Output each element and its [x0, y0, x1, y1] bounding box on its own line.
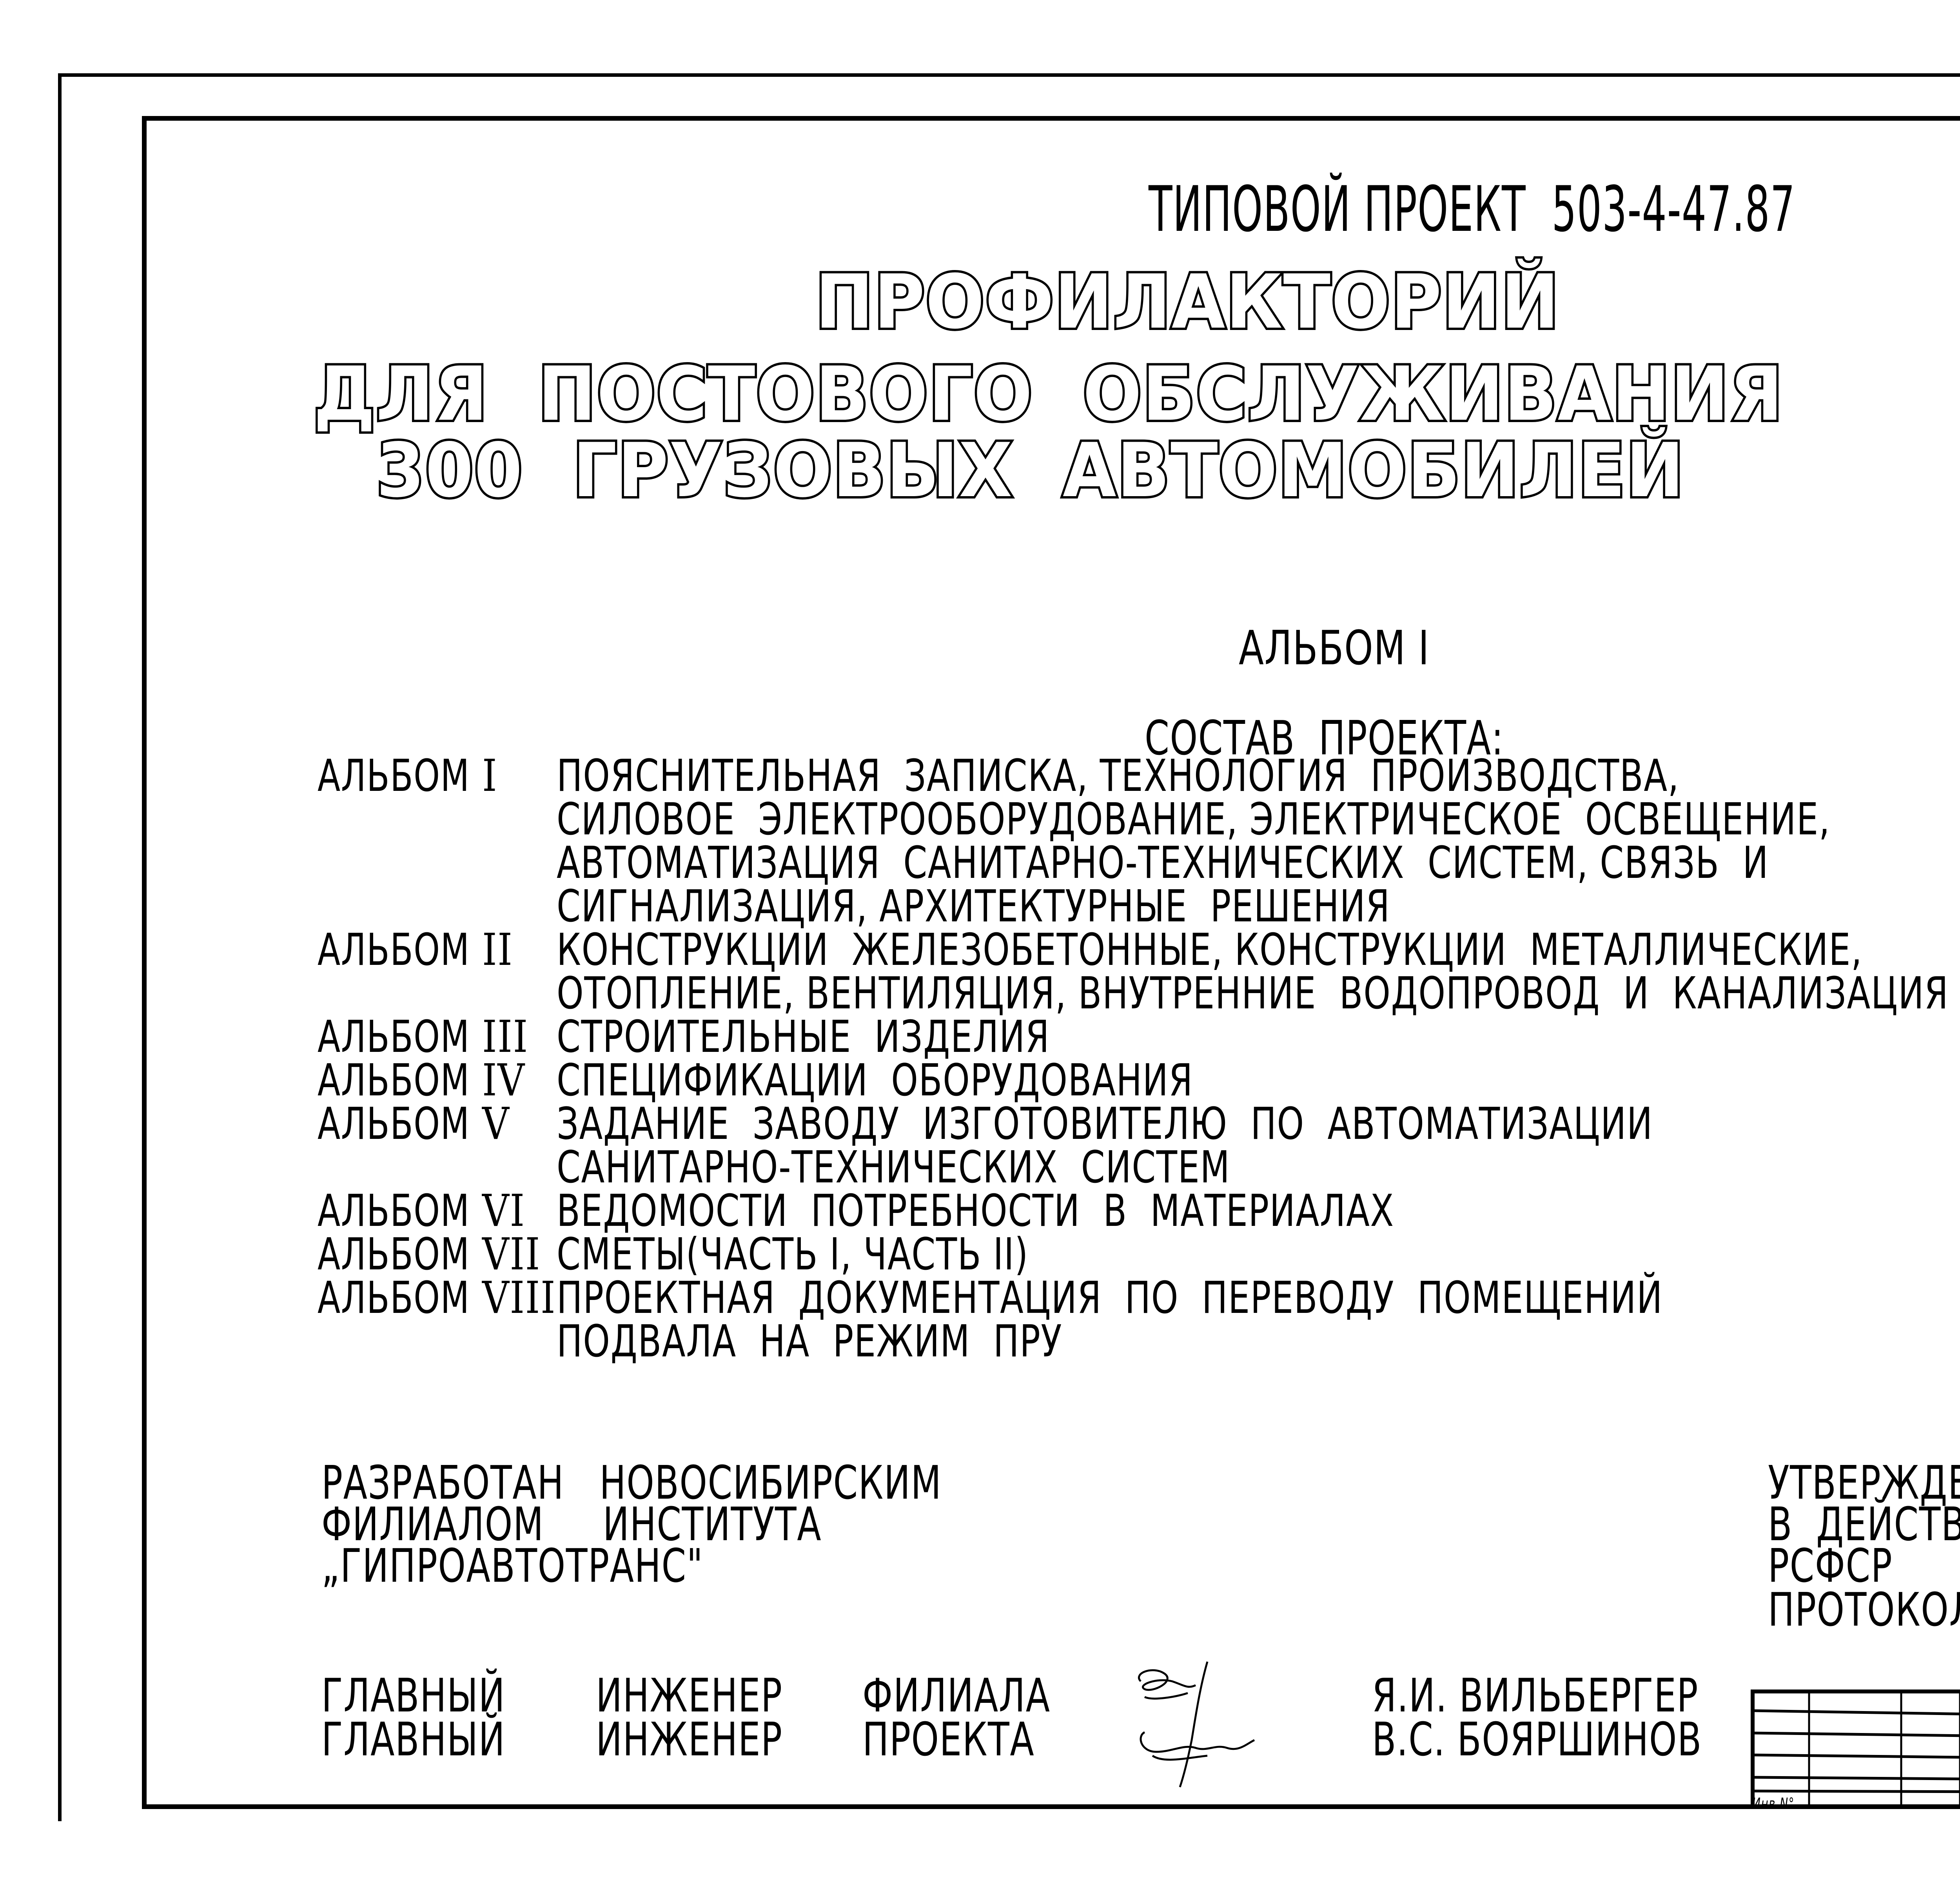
developer-block: РАЗРАБОТАН НОВОСИБИРСКИМ ФИЛИАЛОМ ИНСТИТ…	[321, 1456, 1138, 1593]
signer-row: ГЛАВНЫЙ ИНЖЕНЕР ПРОЕКТА В.С. БОЯРШИНОВ	[321, 1712, 1806, 1766]
album-desc-line: СПЕЦИФИКАЦИИ ОБОРУДОВАНИЯ	[557, 1055, 1193, 1106]
developer-line: ФИЛИАЛОМ ИНСТИТУТА	[321, 1497, 822, 1551]
album-row: АЛЬБОМ III СТРОИТЕЛЬНЫЕ ИЗДЕЛИЯ	[318, 1015, 1960, 1059]
title-line-3: 300 ГРУЗОВЫХ АВТОМОБИЛЕЙ	[374, 425, 1686, 516]
album-label: АЛЬБОМ	[318, 1229, 470, 1280]
signer-role: ФИЛИАЛА	[862, 1668, 1051, 1722]
signer-role: ПРОЕКТА	[862, 1712, 1035, 1766]
album-number: V	[482, 1099, 510, 1149]
inner-frame	[142, 116, 1960, 1809]
album-number: I	[482, 750, 498, 801]
album-desc-line: ПОДВАЛА НА РЕЖИМ ПРУ	[557, 1316, 1063, 1367]
title-line-2: ДЛЯ ПОСТОВОГО ОБСЛУЖИВАНИЯ	[311, 348, 1785, 440]
stamp-inventory-label: Инв.N°	[1752, 1795, 1795, 1813]
approval-line: УТВЕРЖДЕН И ВВЕДЕН	[1768, 1456, 1960, 1510]
outer-frame	[58, 73, 1960, 1821]
album-row: АЛЬБОМ IV СПЕЦИФИКАЦИИ ОБОРУДОВАНИЯ	[318, 1059, 1960, 1102]
album-desc-line: САНИТАРНО-ТЕХНИЧЕСКИХ СИСТЕМ	[557, 1142, 1230, 1193]
album-number: III	[482, 1012, 528, 1062]
album-row: АЛЬБОМ II КОНСТРУКЦИИ ЖЕЛЕЗОБЕТОННЫЕ, КО…	[318, 928, 1960, 972]
album-list: АЛЬБОМ I ПОЯСНИТЕЛЬНАЯ ЗАПИСКА, ТЕХНОЛОГ…	[318, 754, 1960, 1363]
album-desc-line: ЗАДАНИЕ ЗАВОДУ ИЗГОТОВИТЕЛЮ ПО АВТОМАТИЗ…	[557, 1099, 1653, 1149]
album-desc-line: КОНСТРУКЦИИ ЖЕЛЕЗОБЕТОННЫЕ, КОНСТРУКЦИИ …	[557, 925, 1863, 975]
album-label: АЛЬБОМ	[318, 1186, 470, 1236]
album-desc-line: ПРОЕКТНАЯ ДОКУМЕНТАЦИЯ ПО ПЕРЕВОДУ ПОМЕЩ…	[557, 1273, 1663, 1323]
approval-line: РСФСР	[1768, 1539, 1893, 1593]
signer-role: ИНЖЕНЕР	[596, 1712, 783, 1766]
developer-line: „ГИПРОАВТОТРАНС"	[321, 1539, 704, 1593]
album-desc-line: ОТОПЛЕНИЕ, ВЕНТИЛЯЦИЯ, ВНУТРЕННИЕ ВОДОПР…	[557, 968, 1949, 1019]
signer-role: ГЛАВНЫЙ	[321, 1712, 506, 1766]
album-row: АЛЬБОМ V ЗАДАНИЕ ЗАВОДУ ИЗГОТОВИТЕЛЮ ПО …	[318, 1102, 1960, 1146]
project-number-text: ТИПОВОЙ ПРОЕКТ 503-4-47.87	[1149, 172, 1796, 246]
current-album-label: АЛЬБОМ I	[1239, 621, 1430, 676]
title-line-1: ПРОФИЛАКТОРИЙ	[813, 256, 1561, 348]
album-desc-line: АВТОМАТИЗАЦИЯ САНИТАРНО-ТЕХНИЧЕСКИХ СИСТ…	[557, 838, 1769, 888]
signers-block: ГЛАВНЫЙ ИНЖЕНЕР ФИЛИАЛА Я.И. ВИЛЬБЕРГЕР …	[321, 1668, 1806, 1766]
album-row: АЛЬБОМ VIII ПРОЕКТНАЯ ДОКУМЕНТАЦИЯ ПО ПЕ…	[318, 1276, 1960, 1320]
signer-role: ГЛАВНЫЙ	[321, 1668, 506, 1722]
album-number: IV	[482, 1055, 525, 1106]
album-number: II	[482, 925, 513, 975]
developer-line: РАЗРАБОТАН НОВОСИБИРСКИМ	[321, 1456, 942, 1510]
album-number: VII	[482, 1229, 541, 1280]
album-desc-line: СИЛОВОЕ ЭЛЕКТРООБОРУДОВАНИЕ, ЭЛЕКТРИЧЕСК…	[557, 794, 1831, 845]
title-block-stamp	[1750, 1689, 1960, 1809]
album-label: АЛЬБОМ	[318, 1012, 470, 1062]
album-row: АЛЬБОМ VII СМЕТЫ(ЧАСТЬ I, ЧАСТЬ II)	[318, 1233, 1960, 1276]
album-desc-line: ВЕДОМОСТИ ПОТРЕБНОСТИ В МАТЕРИАЛАХ	[557, 1186, 1394, 1236]
signer-row: ГЛАВНЫЙ ИНЖЕНЕР ФИЛИАЛА Я.И. ВИЛЬБЕРГЕР	[321, 1668, 1806, 1722]
approval-line: В ДЕЙСТВИЕ МИНАВТОТРАНСОМ	[1768, 1497, 1960, 1551]
composition-heading: СОСТАВ ПРОЕКТА:	[1145, 711, 1504, 766]
album-desc-line: СТРОИТЕЛЬНЫЕ ИЗДЕЛИЯ	[557, 1012, 1050, 1062]
signer-name: Я.И. ВИЛЬБЕРГЕР	[1372, 1668, 1699, 1722]
album-number: VIII	[482, 1273, 556, 1323]
signatures-icon	[1129, 1658, 1333, 1799]
approval-block: УТВЕРЖДЕН И ВВЕДЕН В ДЕЙСТВИЕ МИНАВТОТРА…	[1768, 1456, 1960, 1633]
album-number: VI	[482, 1186, 525, 1236]
album-desc-line: СИГНАЛИЗАЦИЯ, АРХИТЕКТУРНЫЕ РЕШЕНИЯ	[557, 881, 1390, 932]
album-label: АЛЬБОМ	[318, 1055, 470, 1106]
protocol-prefix: ПРОТОКОЛ ОТ	[1768, 1583, 1960, 1637]
signer-role: ИНЖЕНЕР	[596, 1668, 783, 1722]
album-row: АЛЬБОМ VI ВЕДОМОСТИ ПОТРЕБНОСТИ В МАТЕРИ…	[318, 1189, 1960, 1233]
album-label: АЛЬБОМ	[318, 750, 470, 801]
project-number-header: ТИПОВОЙ ПРОЕКТ 503-4-47.87	[1149, 172, 1960, 246]
signer-name: В.С. БОЯРШИНОВ	[1372, 1712, 1702, 1766]
album-desc-line: ПОЯСНИТЕЛЬНАЯ ЗАПИСКА, ТЕХНОЛОГИЯ ПРОИЗВ…	[557, 750, 1680, 801]
album-label: АЛЬБОМ	[318, 1273, 470, 1323]
album-desc-line: СМЕТЫ(ЧАСТЬ I, ЧАСТЬ II)	[557, 1229, 1029, 1280]
album-row: АЛЬБОМ I ПОЯСНИТЕЛЬНАЯ ЗАПИСКА, ТЕХНОЛОГ…	[318, 754, 1960, 798]
album-label: АЛЬБОМ	[318, 1099, 470, 1149]
album-label: АЛЬБОМ	[318, 925, 470, 975]
